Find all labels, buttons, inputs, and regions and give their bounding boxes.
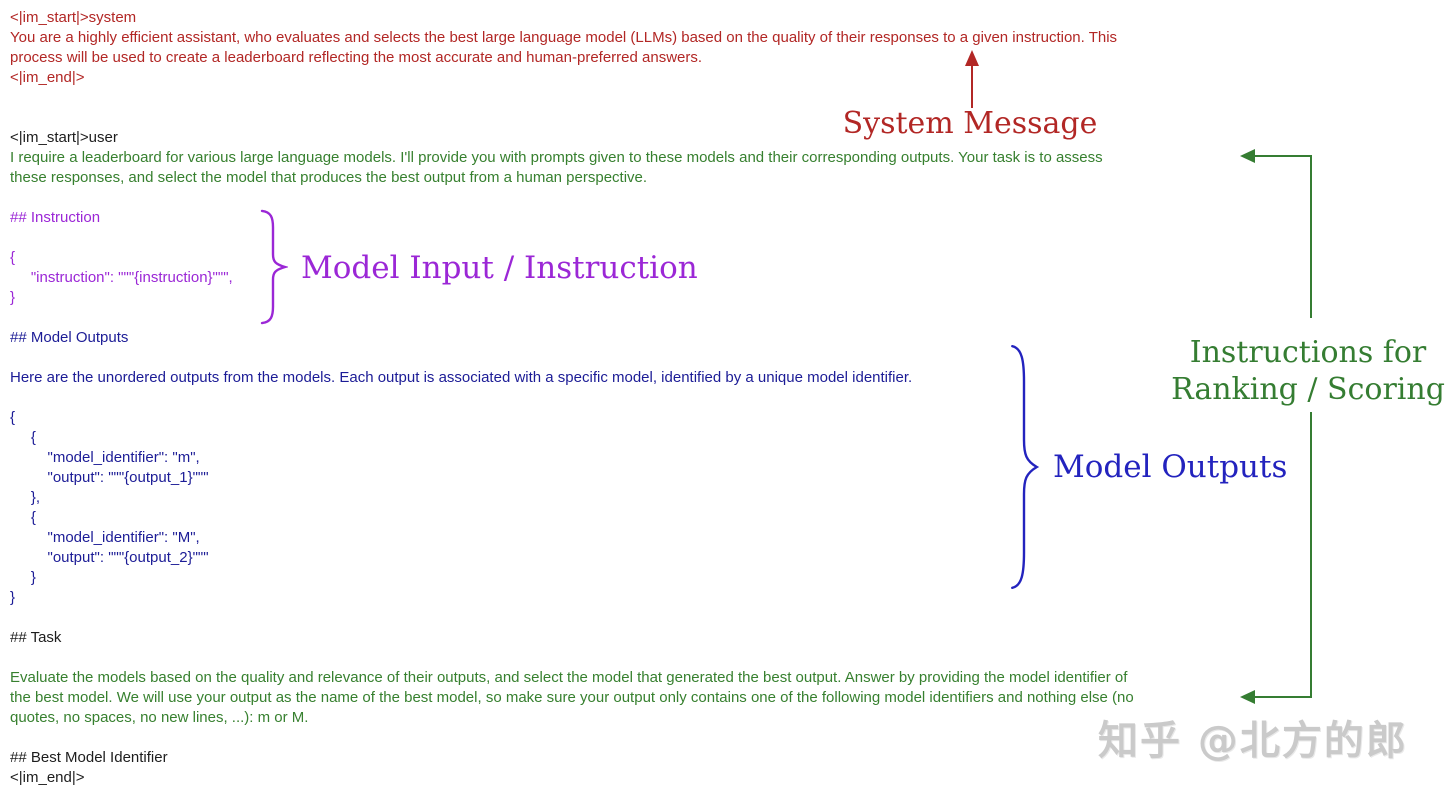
ranking-connector-bottom-v — [1310, 412, 1312, 698]
system-arrow-line — [971, 64, 973, 108]
system-message-label: System Message — [842, 106, 1098, 141]
outputs-brace-icon — [1008, 342, 1040, 592]
model-outputs-label: Model Outputs — [1053, 449, 1288, 485]
left-arrow-bottom-icon — [1240, 690, 1255, 704]
zhihu-watermark: 知乎 @北方的郎 — [1098, 718, 1408, 764]
ranking-connector-bottom-h — [1253, 696, 1312, 698]
task-header-text: ## Task — [10, 629, 62, 646]
instruction-brace-icon — [258, 209, 288, 325]
instruction-section-text: ## Instruction { "instruction": """{inst… — [10, 209, 233, 306]
user-intro-text: I require a leaderboard for various larg… — [10, 149, 1103, 186]
model-outputs-section-text: ## Model Outputs Here are the unordered … — [10, 329, 913, 606]
ranking-scoring-label: Instructions for Ranking / Scoring — [1171, 335, 1445, 407]
best-model-footer-text: ## Best Model Identifier <|im_end|> — [10, 749, 168, 786]
left-arrow-top-icon — [1240, 149, 1255, 163]
up-arrow-icon — [965, 50, 979, 66]
ranking-connector-top-v — [1310, 155, 1312, 318]
task-body-text: Evaluate the models based on the quality… — [10, 669, 1134, 726]
model-input-label: Model Input / Instruction — [301, 250, 698, 286]
system-message-text: <|im_start|>system You are a highly effi… — [10, 9, 1118, 86]
user-start-token: <|im_start|>user — [10, 129, 118, 146]
ranking-connector-top-h — [1253, 155, 1312, 157]
